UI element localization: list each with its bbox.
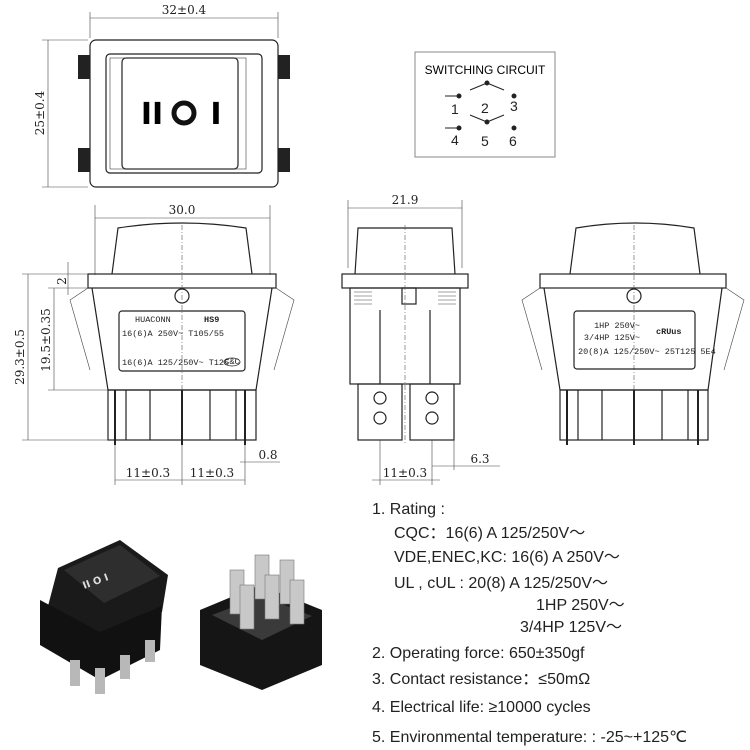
spec-vde: VDE,ENEC,KC: 16(6) A 250V～ (394, 549, 620, 566)
back-label-line1: 1HP 250V~ (594, 321, 640, 331)
front-body-height-dim: 19.5±0.35 (39, 308, 53, 372)
front-label-line1: 16(6)A 250V~ T105/55 (122, 329, 224, 339)
switching-circuit: SWITCHING CIRCUIT 1 2 3 4 5 6 (414, 51, 556, 158)
terminal-3: 3 (510, 98, 518, 114)
terminal-5: 5 (481, 133, 489, 149)
terminal-4: 4 (451, 132, 459, 148)
top-width-dim: 32±0.4 (162, 3, 207, 17)
side-tab-width-dim: 6.3 (470, 452, 489, 466)
back-view: 1HP 250V~ 3/4HP 125V~ 20(8)A 125/250V~ 2… (521, 222, 745, 445)
front-label-model: HS9 (204, 315, 219, 325)
circle-symbol-icon (171, 100, 197, 126)
side-pitch-dim: 11±0.3 (383, 466, 427, 480)
back-label-line2: 3/4HP 125V~ (584, 333, 640, 343)
front-total-height-dim: 29.3±0.5 (13, 329, 27, 385)
front-pitch-2-dim: 11±0.3 (190, 466, 234, 480)
front-label-cert: C&C (224, 357, 239, 367)
product-photo-front: II O I (40, 540, 168, 694)
front-pitch-1-dim: 11±0.3 (126, 466, 170, 480)
spec-electrical-life: 4. Electrical life: ≥10000 cycles (372, 699, 591, 716)
front-label-line3: 16(6)A 125/250V~ T125 (122, 358, 229, 368)
on-symbol-i: I (210, 97, 221, 132)
spec-hp2: 3/4HP 125V～ (520, 619, 622, 636)
front-lip-dim: 2 (55, 277, 69, 285)
top-height-dim: 25±0.4 (33, 90, 47, 135)
ul-mark: cRUus (656, 327, 682, 337)
terminal-2: 2 (481, 100, 489, 116)
spec-cqc: CQC：16(6) A 125/250V～ (394, 525, 586, 542)
spec-hp1: 1HP 250V～ (536, 597, 625, 614)
terminal-1: 1 (451, 101, 459, 117)
spec-contact-resistance: 3. Contact resistance：≤50mΩ (372, 671, 591, 688)
off-symbol-ii: II (141, 97, 163, 132)
spec-environmental-temperature: 5. Environmental temperature: : -25~+125… (372, 729, 688, 746)
front-width-dim: 30.0 (169, 203, 196, 217)
spec-ul: UL , cUL : 20(8) A 125/250V～ (394, 575, 609, 592)
terminal-6: 6 (509, 133, 517, 149)
top-view: 32±0.4 25±0.4 II I (33, 3, 290, 188)
product-photo-back (200, 554, 322, 690)
pin-thickness-dim: 0.8 (258, 448, 277, 462)
spec-operating-force: 2. Operating force: 650±350gf (372, 645, 585, 662)
side-view: 21.9 11±0.3 6.3 (341, 193, 500, 485)
back-label-line3: 20(8)A 125/250V~ 25T125 5E4 (578, 347, 716, 357)
spec-rating-title: 1. Rating : (372, 501, 445, 518)
circuit-title: SWITCHING CIRCUIT (425, 63, 546, 77)
front-label-brand: HUACONN (135, 315, 171, 325)
front-view: 30.0 HUACONN HS9 16(6)A 250V~ T105/55 16… (13, 203, 295, 485)
side-width-dim: 21.9 (392, 193, 419, 207)
